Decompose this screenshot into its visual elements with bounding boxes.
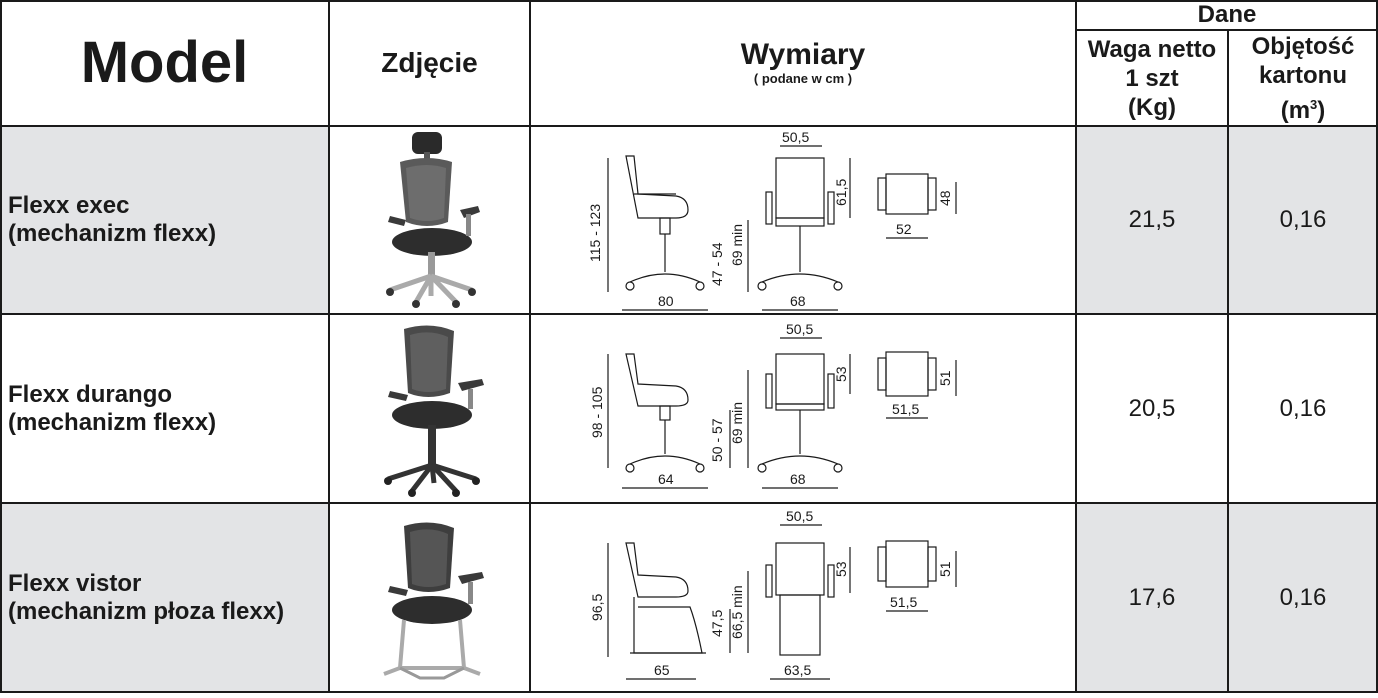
dim-back-height: 53	[833, 561, 849, 577]
dim-width-top: 50,5	[782, 129, 809, 145]
grid-line	[1376, 0, 1378, 693]
dim-base-front: 63,5	[784, 662, 811, 678]
header-weight-line2: 1 szt	[1125, 64, 1179, 92]
dim-width-top: 50,5	[786, 321, 813, 337]
model-name-line2: (mechanizm flexx)	[8, 220, 217, 247]
model-name-line1: Flexx durango	[8, 380, 173, 408]
weight-value: 17,6	[1128, 584, 1176, 611]
dim-arm-height: 69 min	[729, 224, 745, 266]
grid-line	[328, 0, 330, 693]
volume-cell-row-3: 0,16	[1228, 503, 1378, 693]
volume-value: 0,16	[1279, 206, 1327, 233]
dim-seat-height: 47 - 54	[709, 242, 725, 286]
volume-value: 0,16	[1279, 584, 1327, 611]
dim-seat-width: 51,5	[890, 594, 917, 610]
dim-seat-height: 50 - 57	[709, 418, 725, 462]
volume-cell-row-1: 0,16	[1228, 126, 1378, 314]
dim-height: 98 - 105	[589, 386, 605, 438]
model-name-line1: Flexx vistor	[8, 570, 142, 597]
header-data: Dane	[1076, 0, 1378, 30]
chair-photo-durango	[383, 324, 484, 497]
dim-seat-height: 47,5	[709, 610, 725, 637]
grid-line	[0, 0, 1378, 2]
dim-base-front: 68	[790, 293, 806, 309]
dim-base-side: 80	[658, 293, 674, 309]
dim-back-height: 61,5	[833, 179, 849, 206]
header-dimensions: Wymiary ( podane w cm )	[530, 0, 1076, 126]
chair-photo-exec	[385, 132, 480, 308]
header-model-label: Model	[80, 30, 249, 95]
grid-line	[0, 691, 1378, 693]
model-cell-row-2: Flexx durango (mechanizm flexx)	[0, 314, 329, 503]
grid-line	[0, 502, 1378, 504]
dim-seat-width: 51,5	[892, 401, 919, 417]
header-weight: Waga netto 1 szt (Kg)	[1076, 30, 1228, 126]
header-weight-line3: (Kg)	[1128, 93, 1176, 121]
header-volume-line2: kartonu	[1258, 61, 1347, 89]
header-dimensions-label: Wymiary	[740, 38, 866, 71]
grid-line	[1075, 0, 1077, 693]
volume-unit-close: )	[1317, 96, 1326, 124]
photo-cell-row-1	[329, 126, 530, 314]
volume-unit-exponent: 3	[1310, 96, 1318, 112]
model-name-line1: Flexx exec	[8, 192, 130, 219]
grid-line	[1076, 29, 1378, 31]
dim-base-front: 68	[790, 471, 806, 487]
grid-line	[0, 0, 2, 693]
model-cell-row-3: Flexx vistor (mechanizm płoza flexx)	[0, 503, 329, 693]
header-dimensions-sublabel: ( podane w cm )	[753, 71, 853, 86]
dim-seat-depth: 48	[937, 190, 953, 206]
dim-seat-depth: 51	[937, 370, 953, 386]
model-name-line2: (mechanizm płoza flexx)	[8, 598, 285, 625]
model-name-line2: (mechanizm flexx)	[8, 408, 217, 436]
grid-line	[529, 0, 531, 693]
weight-cell-row-1: 21,5	[1076, 126, 1228, 314]
header-photo: Zdjęcie	[329, 0, 530, 126]
dim-arm-height: 69 min	[729, 402, 745, 444]
header-weight-line1: Waga netto	[1087, 35, 1217, 63]
dim-seat-depth: 51	[937, 561, 953, 577]
chair-photo-vistor	[382, 522, 484, 680]
dim-width-top: 50,5	[786, 508, 813, 524]
dimension-drawing-exec: 115 - 123 80 47 - 54 69 min 50,5 68 61,5…	[587, 129, 957, 311]
dim-base-side: 65	[654, 662, 670, 678]
dim-base-side: 64	[658, 471, 674, 487]
grid-line	[0, 125, 1378, 127]
grid-line	[0, 313, 1378, 315]
dimensions-cell-row-1: 115 - 123 80 47 - 54 69 min 50,5 68 61,5…	[530, 126, 1076, 314]
model-cell-row-1: Flexx exec (mechanizm flexx)	[0, 126, 329, 314]
header-data-label: Dane	[1197, 1, 1257, 28]
photo-cell-row-2	[329, 314, 530, 503]
dimension-drawing-durango: 98 - 105 64 50 - 57 69 min 50,5 68 53 51…	[589, 321, 957, 489]
header-volume-line1: Objętość	[1251, 32, 1355, 60]
header-model: Model	[0, 0, 329, 126]
dim-height: 96,5	[589, 594, 605, 621]
photo-cell-row-3	[329, 503, 530, 693]
weight-value: 21,5	[1128, 206, 1176, 233]
grid-line	[1227, 30, 1229, 693]
weight-cell-row-2: 20,5	[1076, 314, 1228, 503]
dimensions-cell-row-2: 98 - 105 64 50 - 57 69 min 50,5 68 53 51…	[530, 314, 1076, 503]
dimension-drawing-vistor: 96,5 65 47,5 66,5 min 50,5 63,5 53 51,5 …	[589, 508, 957, 680]
header-photo-label: Zdjęcie	[381, 47, 478, 78]
dim-back-height: 53	[833, 366, 849, 382]
dim-seat-width: 52	[896, 221, 912, 237]
volume-cell-row-2: 0,16	[1228, 314, 1378, 503]
dim-arm-height: 66,5 min	[729, 585, 745, 639]
dim-height: 115 - 123	[587, 204, 603, 262]
weight-cell-row-3: 17,6	[1076, 503, 1228, 693]
weight-value: 20,5	[1128, 394, 1176, 422]
volume-value: 0,16	[1279, 394, 1327, 422]
header-volume: Objętość kartonu (m3)	[1228, 30, 1378, 126]
dimensions-cell-row-3: 96,5 65 47,5 66,5 min 50,5 63,5 53 51,5 …	[530, 503, 1076, 693]
header-volume-line3: (m3)	[1281, 90, 1326, 125]
volume-unit-open: (m	[1280, 96, 1311, 124]
